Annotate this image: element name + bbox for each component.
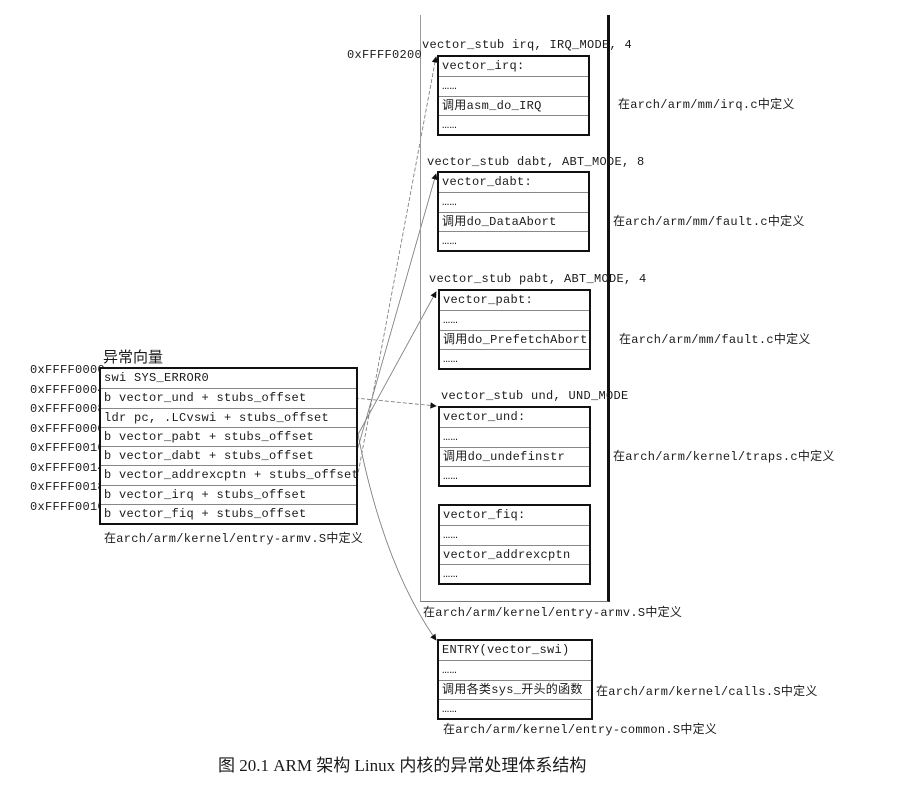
table-row: ……: [439, 192, 588, 211]
table-row: ……: [439, 660, 591, 679]
note-pabt: 在arch/arm/mm/fault.c中定义: [619, 333, 811, 347]
table-row: vector_und:: [443, 410, 526, 424]
table-row: ……: [439, 230, 588, 250]
arrow-swi: [354, 417, 437, 641]
note-und: 在arch/arm/kernel/traps.c中定义: [613, 450, 835, 464]
stub-header-dabt: vector_stub dabt, ABT_MODE, 8: [427, 155, 645, 169]
figure-caption: 图 20.1 ARM 架构 Linux 内核的异常处理体系结构: [218, 756, 587, 775]
table-row: vector_fiq:: [443, 508, 526, 522]
table-row: b vector_dabt + stubs_offset: [101, 446, 356, 465]
table-row: b vector_und + stubs_offset: [101, 388, 356, 407]
table-row: b vector_irq + stubs_offset: [101, 484, 356, 504]
table-row: 调用各类sys_开头的函数: [439, 679, 591, 699]
stubs-container: [420, 15, 610, 602]
stub-block-dabt: vector_dabt: …… 调用do_DataAbort ……: [437, 171, 590, 253]
note-irq: 在arch/arm/mm/irq.c中定义: [618, 98, 795, 112]
table-row: 调用do_undefinstr: [440, 446, 589, 466]
arrow-dabt: [354, 173, 438, 459]
stub-header-pabt: vector_stub pabt, ABT_MODE, 4: [429, 272, 647, 286]
stub-block-irq: vector_irq: …… 调用asm_do_IRQ ……: [437, 55, 590, 137]
address-label: 0xFFFF001C: [30, 500, 106, 514]
table-row: ENTRY(vector_swi): [442, 643, 570, 657]
vector-table: swi SYS_ERROR0 b vector_und + stubs_offs…: [99, 367, 358, 526]
address-label: 0xFFFF0000: [30, 363, 106, 377]
table-row: ……: [440, 348, 589, 368]
table-row: b vector_pabt + stubs_offset: [101, 426, 356, 446]
vector-table-title: 异常向量: [103, 348, 164, 366]
table-row: 调用do_DataAbort: [439, 211, 588, 231]
table-row: swi SYS_ERROR0: [104, 371, 210, 385]
address-label: 0xFFFF0018: [30, 480, 106, 494]
table-row: vector_irq:: [442, 59, 525, 73]
stub-block-und: vector_und: …… 调用do_undefinstr ……: [438, 406, 591, 488]
stub-header-und: vector_stub und, UND_MODE: [441, 389, 629, 403]
table-row: ……: [440, 427, 589, 446]
swi-caption: 在arch/arm/kernel/entry-common.S中定义: [443, 723, 718, 737]
table-row: ldr pc, .LCvswi + stubs_offset: [101, 407, 356, 427]
table-row: ……: [440, 525, 589, 544]
stub-block-pabt: vector_pabt: …… 调用do_PrefetchAbort ……: [438, 289, 591, 371]
vector-table-caption: 在arch/arm/kernel/entry-armv.S中定义: [104, 532, 364, 546]
table-row: ……: [439, 114, 588, 134]
swi-block: ENTRY(vector_swi) …… 调用各类sys_开头的函数 ……: [437, 639, 593, 721]
address-label: 0xFFFF0004: [30, 383, 106, 397]
table-row: vector_dabt:: [442, 175, 533, 189]
arrow-irq: [354, 56, 439, 491]
table-row: ……: [439, 76, 588, 95]
note-dabt: 在arch/arm/mm/fault.c中定义: [613, 215, 805, 229]
stub-header-irq: vector_stub irq, IRQ_MODE, 4: [422, 38, 633, 52]
note-swi: 在arch/arm/kernel/calls.S中定义: [596, 685, 818, 699]
table-row: vector_pabt:: [443, 293, 534, 307]
table-row: ……: [439, 698, 591, 718]
arrow-pabt: [354, 291, 437, 441]
table-row: vector_addrexcptn: [440, 544, 589, 564]
address-label: 0xFFFF000C: [30, 422, 106, 436]
address-label: 0xFFFF0014: [30, 461, 106, 475]
table-row: b vector_addrexcptn + stubs_offset: [101, 465, 356, 484]
address-label: 0xFFFF0008: [30, 402, 106, 416]
table-row: ……: [440, 465, 589, 485]
arrow-und: [354, 397, 437, 409]
stubs-caption: 在arch/arm/kernel/entry-armv.S中定义: [423, 606, 683, 620]
table-row: 调用asm_do_IRQ: [439, 95, 588, 115]
stub-block-fiq: vector_fiq: …… vector_addrexcptn ……: [438, 504, 591, 586]
stubs-start-address: 0xFFFF0200: [347, 48, 423, 62]
address-label: 0xFFFF0010: [30, 441, 106, 455]
table-row: 调用do_PrefetchAbort: [440, 329, 589, 349]
table-row: ……: [440, 310, 589, 329]
table-row: ……: [440, 563, 589, 583]
table-row: b vector_fiq + stubs_offset: [101, 504, 356, 523]
